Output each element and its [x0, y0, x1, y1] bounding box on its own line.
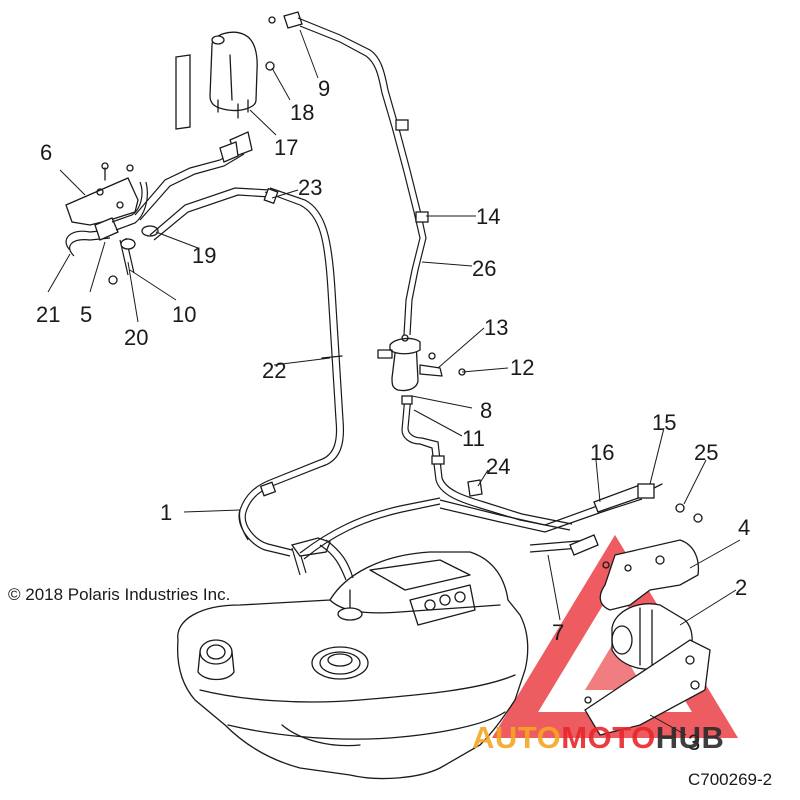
- callout-21: 21: [36, 302, 60, 327]
- callout-8: 8: [480, 398, 492, 423]
- pump-bracket-4: [599, 539, 700, 611]
- callout-7: 7: [552, 620, 564, 645]
- callout-labels: 1 2 3 4 5 6 7 8 9 10 11 12 13 14 15 16 1…: [36, 76, 750, 755]
- fuel-tank: [176, 551, 529, 780]
- callout-24: 24: [486, 454, 510, 479]
- callout-15: 15: [652, 410, 676, 435]
- screw-25: [675, 503, 703, 523]
- callout-19: 19: [192, 243, 216, 268]
- callout-5: 5: [80, 302, 92, 327]
- callout-17: 17: [274, 135, 298, 160]
- drawing-code: C700269-2: [688, 770, 772, 789]
- callout-3: 3: [688, 730, 700, 755]
- callout-12: 12: [510, 355, 534, 380]
- callout-10: 10: [172, 302, 196, 327]
- callout-9: 9: [318, 76, 330, 101]
- vent-hose-22: [238, 187, 354, 581]
- callout-22: 22: [262, 358, 286, 383]
- vent-hose-7: [529, 534, 599, 556]
- reservoir-canister: [209, 31, 258, 119]
- mount-bracket-3: [584, 639, 711, 736]
- callout-2: 2: [735, 575, 747, 600]
- left-hose-assembly: [65, 131, 271, 285]
- vent-hose-26: [265, 11, 429, 336]
- heat-shield-bracket: [65, 162, 139, 226]
- callout-1: 1: [160, 500, 172, 525]
- watermark-hub: HUB: [656, 720, 725, 755]
- vent-hose-11: [401, 395, 573, 531]
- callout-4: 4: [738, 515, 750, 540]
- callout-25: 25: [694, 440, 718, 465]
- reflector-strip: [175, 54, 191, 130]
- svg-text:AUTOMOTOHUB: AUTOMOTOHUB: [472, 720, 724, 755]
- leader-lines: [47, 29, 741, 736]
- callout-11: 11: [462, 426, 485, 451]
- callout-14: 14: [476, 204, 500, 229]
- clip-24: [467, 479, 483, 497]
- watermark-auto: AUTO: [472, 720, 561, 755]
- copyright-text: © 2018 Polaris Industries Inc.: [8, 585, 230, 604]
- callout-26: 26: [472, 256, 496, 281]
- callout-20: 20: [124, 325, 148, 350]
- callout-6: 6: [40, 140, 52, 165]
- callout-13: 13: [484, 315, 508, 340]
- callout-18: 18: [290, 100, 314, 125]
- callout-16: 16: [590, 440, 614, 465]
- watermark-logo: AUTOMOTOHUB: [472, 720, 724, 755]
- watermark-moto: MOTO: [561, 720, 655, 755]
- fuel-filter: [377, 334, 466, 392]
- vent-hose-16: [439, 483, 663, 533]
- callout-23: 23: [298, 175, 322, 200]
- vent-hose-1: [238, 497, 441, 560]
